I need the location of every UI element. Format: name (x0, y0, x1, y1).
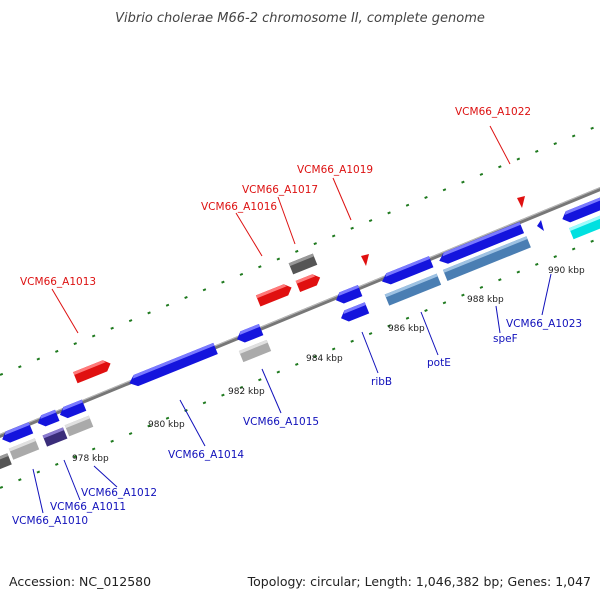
gene-VCM66_A1011[interactable] (36, 409, 60, 429)
gene-label-VCM66_A1014[interactable]: VCM66_A1014 (168, 449, 244, 461)
gene-ribB-upper[interactable] (334, 284, 363, 306)
tick-label: 982 kbp (228, 387, 265, 397)
small-red-marker (517, 196, 525, 208)
small-blue-marker (537, 220, 544, 231)
gene-label-VCM66_A1011[interactable]: VCM66_A1011 (50, 501, 126, 513)
gene-VCM66_A1013[interactable] (73, 358, 113, 384)
scale-ticks: 978 kbp 980 kbp 982 kbp 984 kbp 986 kbp … (72, 266, 585, 464)
gene-potE[interactable] (384, 273, 442, 306)
gene-VCM66_A1023[interactable] (569, 213, 600, 240)
gene-dark-slate[interactable] (42, 427, 68, 447)
gene-grey-block[interactable] (288, 253, 318, 275)
callout-lines (32, 125, 552, 514)
map-title: Vibrio cholerae M66-2 chromosome II, com… (115, 11, 485, 26)
reverse-strand-genes (0, 197, 600, 460)
tick-label: 990 kbp (548, 266, 585, 276)
gene-grey-reverse[interactable] (64, 415, 94, 437)
gene-label-potE[interactable]: potE (427, 357, 451, 369)
gene-grey-reverse[interactable] (8, 438, 40, 460)
small-red-marker (361, 254, 369, 266)
gene-labels: VCM66_A1022 VCM66_A1019 VCM66_A1017 VCM6… (12, 106, 582, 527)
gene-potE-upper[interactable] (380, 256, 434, 287)
forward-strand-genes (0, 196, 525, 471)
gene-VCM66_A1012[interactable] (58, 399, 87, 421)
gene-label-ribB[interactable]: ribB (371, 376, 392, 388)
gene-VCM66_A1016[interactable] (255, 282, 294, 307)
gene-label-VCM66_A1015[interactable]: VCM66_A1015 (243, 416, 319, 428)
gene-VCM66_A1017[interactable] (295, 272, 323, 293)
gene-ribB[interactable] (339, 302, 370, 324)
tick-label: 980 kbp (148, 420, 185, 430)
gene-left-edge-grey[interactable] (0, 453, 12, 471)
topology-summary-text: Topology: circular; Length: 1,046,382 bp… (247, 574, 591, 589)
gene-VCM66_A1014[interactable] (127, 342, 218, 389)
gene-label-VCM66_A1022[interactable]: VCM66_A1022 (455, 106, 531, 118)
tick-label: 978 kbp (72, 454, 109, 464)
gene-label-VCM66_A1013[interactable]: VCM66_A1013 (20, 276, 96, 288)
tick-label: 988 kbp (467, 295, 504, 305)
gene-grey-reverse[interactable] (238, 339, 272, 363)
gene-speF-upper[interactable] (437, 221, 525, 266)
gene-VCM66_A1015[interactable] (235, 323, 264, 345)
accession-text: Accession: NC_012580 (9, 574, 151, 589)
gene-label-VCM66_A1023[interactable]: VCM66_A1023 (506, 318, 582, 330)
gene-label-VCM66_A1016[interactable]: VCM66_A1016 (201, 201, 277, 213)
gene-VCM66_A1010[interactable] (0, 422, 34, 445)
outer-tick-ring (0, 124, 600, 376)
gene-label-speF[interactable]: speF (493, 333, 518, 345)
gene-speF[interactable] (442, 236, 531, 282)
tick-label: 986 kbp (388, 324, 425, 334)
backbone-line (0, 186, 600, 439)
gene-label-VCM66_A1010[interactable]: VCM66_A1010 (12, 515, 88, 527)
gene-right-edge-blue[interactable] (560, 197, 600, 225)
inner-tick-ring (0, 237, 600, 489)
tick-label: 984 kbp (306, 354, 343, 364)
gene-label-VCM66_A1019[interactable]: VCM66_A1019 (297, 164, 373, 176)
gene-label-VCM66_A1012[interactable]: VCM66_A1012 (81, 487, 157, 499)
gene-label-VCM66_A1017[interactable]: VCM66_A1017 (242, 184, 318, 196)
